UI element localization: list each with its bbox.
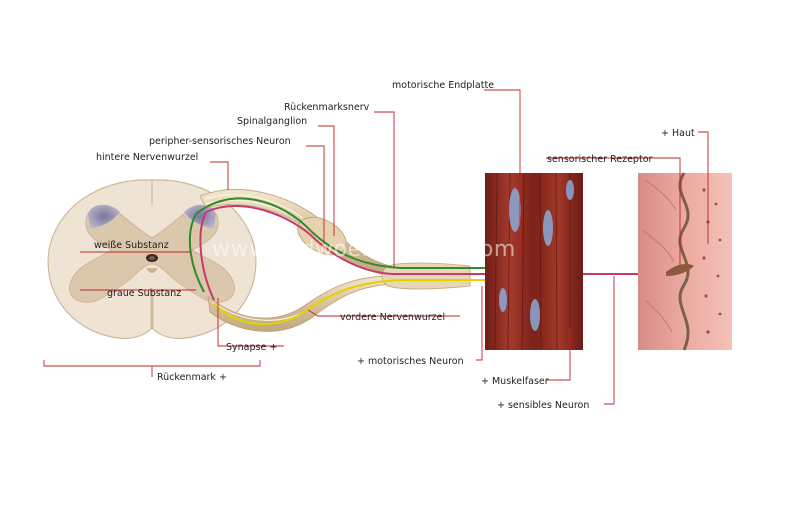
label-graue-substanz: graue Substanz [107,288,181,299]
label-synapse: Synapse + [226,342,277,353]
muscle-block [485,172,583,351]
leader-lines [43,89,709,405]
label-weisse-substanz: weiße Substanz [94,240,169,251]
label-peripher-sensorisches-neuron: peripher-sensorisches Neuron [149,136,291,147]
label-motorisches-neuron: + motorisches Neuron [357,356,464,367]
label-muskelfaser: + Muskelfaser [481,376,549,387]
label-rueckenmark: Rückenmark + [157,372,227,383]
neuron-pathways [188,197,681,325]
label-spinalganglion: Spinalganglion [237,116,307,127]
skin-block [638,172,732,351]
label-rueckenmarksnerv: Rückenmarksnerv [284,102,370,113]
label-sensorischer-rezeptor: sensorischer Rezeptor [547,154,653,165]
watermark: www.bildwoerterbuch.com [212,237,516,262]
label-sensibles-neuron: + sensibles Neuron [497,400,589,411]
label-vordere-nervenwurzel: vordere Nervenwurzel [340,312,445,323]
label-motorische-endplatte: motorische Endplatte [392,80,494,91]
label-hintere-nervenwurzel: hintere Nervenwurzel [96,152,198,163]
label-haut: + Haut [661,128,695,139]
labels: motorische Endplatte Rückenmarksnerv Spi… [94,80,695,411]
